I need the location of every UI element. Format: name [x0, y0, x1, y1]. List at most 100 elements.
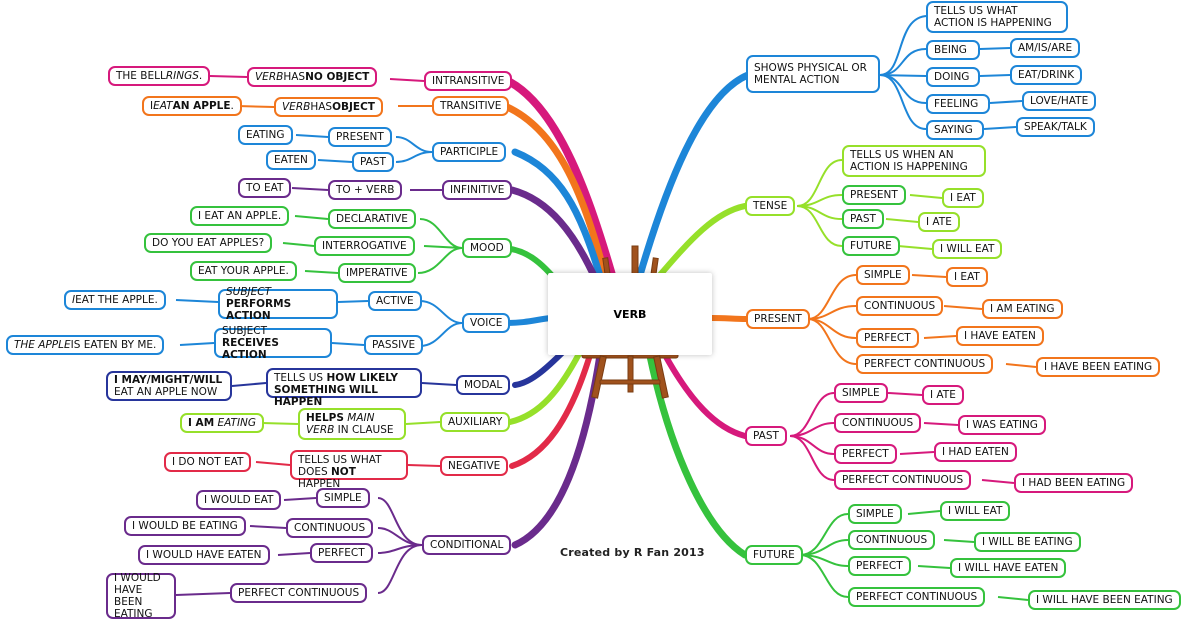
- branch-future: [646, 352, 749, 559]
- conditional-perfect-continuous-example: I WOULD HAVE BEEN EATING: [106, 572, 176, 620]
- node-negative: NEGATIVE: [440, 456, 509, 476]
- node-conditional: CONDITIONAL: [422, 535, 512, 555]
- conditional-continuous: CONTINUOUS: [286, 518, 374, 538]
- branch-action: [636, 71, 752, 279]
- tense-future: FUTURE: [842, 236, 900, 256]
- auxiliary-desc: HELPS MAIN VERB IN CLAUSE: [298, 408, 406, 440]
- past-perfect-continuous: PERFECT CONTINUOUS: [834, 470, 972, 490]
- voice-active: ACTIVE: [368, 291, 422, 311]
- negative-example: I DO NOT EAT: [164, 452, 252, 472]
- node-participle: PARTICIPLE: [432, 142, 507, 162]
- node-infinitive: INFINITIVE: [442, 180, 513, 200]
- conditional-perfect-continuous: PERFECT CONTINUOUS: [230, 583, 368, 603]
- voice-active-example: I EAT THE APPLE.: [64, 290, 166, 310]
- transitive-example: I EAT AN APPLE.: [142, 96, 242, 116]
- past-perfect-example: I HAD EATEN: [934, 442, 1017, 462]
- future-perfect-example: I WILL HAVE EATEN: [950, 558, 1067, 578]
- conditional-simple: SIMPLE: [316, 488, 370, 508]
- mood-imperative: IMPERATIVE: [338, 263, 416, 283]
- tense-present: PRESENT: [842, 185, 906, 205]
- tense-future-example: I WILL EAT: [932, 239, 1003, 259]
- present-perfect-example: I HAVE EATEN: [956, 326, 1044, 346]
- future-perfect-continuous: PERFECT CONTINUOUS: [848, 587, 986, 607]
- intransitive-desc: VERB HAS NO OBJECT: [247, 67, 378, 87]
- infinitive-example: TO EAT: [238, 178, 292, 198]
- present-perfect: PERFECT: [856, 328, 919, 348]
- action-tells: TELLS US WHAT ACTION IS HAPPENING: [926, 1, 1068, 33]
- mood-declarative-example: I EAT AN APPLE.: [190, 206, 290, 226]
- modal-desc: TELLS US HOW LIKELY SOMETHING WILL HAPPE…: [266, 368, 422, 408]
- central-board: VERB: [548, 273, 712, 355]
- branch-tense: [657, 203, 748, 278]
- mood-interrogative-example: DO YOU EAT APPLES?: [144, 233, 273, 253]
- action-being-example: AM/IS/ARE: [1010, 38, 1081, 58]
- past-perfect: PERFECT: [834, 444, 897, 464]
- node-present: PRESENT: [746, 309, 810, 329]
- node-mood: MOOD: [462, 238, 512, 258]
- present-simple: SIMPLE: [856, 265, 910, 285]
- participle-present-example: EATING: [238, 125, 293, 145]
- present-perfect-continuous: PERFECT CONTINUOUS: [856, 354, 994, 374]
- action-feeling: FEELING: [926, 94, 990, 114]
- tense-past: PAST: [842, 209, 884, 229]
- present-continuous: CONTINUOUS: [856, 296, 944, 316]
- mood-declarative: DECLARATIVE: [328, 209, 416, 229]
- node-tense: TENSE: [745, 196, 796, 216]
- action-saying-example: SPEAK/TALK: [1016, 117, 1095, 137]
- present-perfect-continuous-example: I HAVE BEEN EATING: [1036, 357, 1161, 377]
- intransitive-example: THE BELL RINGS.: [108, 66, 211, 86]
- participle-present: PRESENT: [328, 127, 392, 147]
- voice-passive: PASSIVE: [364, 335, 424, 355]
- future-perfect: PERFECT: [848, 556, 911, 576]
- conditional-continuous-example: I WOULD BE EATING: [124, 516, 246, 536]
- conditional-perfect-example: I WOULD HAVE EATEN: [138, 545, 270, 565]
- action-doing-example: EAT/DRINK: [1010, 65, 1083, 85]
- action-feeling-example: LOVE/HATE: [1022, 91, 1097, 111]
- branch-infinitive: [508, 186, 599, 282]
- action-saying: SAYING: [926, 120, 984, 140]
- node-voice: VOICE: [462, 313, 511, 333]
- auxiliary-example: I AM EATING: [180, 413, 265, 433]
- present-continuous-example: I AM EATING: [982, 299, 1063, 319]
- action-doing: DOING: [926, 67, 980, 87]
- past-perfect-continuous-example: I HAD BEEN EATING: [1014, 473, 1134, 493]
- branch-modal: [512, 347, 568, 388]
- future-simple-example: I WILL EAT: [940, 501, 1011, 521]
- past-simple: SIMPLE: [834, 383, 888, 403]
- credit-text: Created by R Fan 2013: [560, 546, 705, 559]
- past-simple-example: I ATE: [922, 385, 964, 405]
- branch-voice: [503, 315, 553, 326]
- negative-desc: TELLS US WHAT DOES NOT HAPPEN: [290, 450, 408, 490]
- branch-transitive: [501, 102, 609, 279]
- node-modal: MODAL: [456, 375, 511, 395]
- future-perfect-continuous-example: I WILL HAVE BEEN EATING: [1028, 590, 1181, 610]
- branch-present: [709, 315, 749, 322]
- node-past: PAST: [745, 426, 787, 446]
- node-action: SHOWS PHYSICAL OR MENTAL ACTION: [746, 55, 880, 93]
- future-continuous-example: I WILL BE EATING: [974, 532, 1081, 552]
- branch-auxiliary: [507, 349, 583, 425]
- past-continuous: CONTINUOUS: [834, 413, 922, 433]
- node-intransitive: INTRANSITIVE: [424, 71, 513, 91]
- voice-passive-example: THE APPLE IS EATEN BY ME.: [6, 335, 165, 355]
- mood-imperative-example: EAT YOUR APPLE.: [190, 261, 297, 281]
- branch-intransitive: [506, 78, 616, 279]
- mood-interrogative: INTERROGATIVE: [314, 236, 415, 256]
- branch-negative: [509, 352, 593, 469]
- conditional-perfect: PERFECT: [310, 543, 373, 563]
- conditional-simple-example: I WOULD EAT: [196, 490, 282, 510]
- past-continuous-example: I WAS EATING: [958, 415, 1046, 435]
- node-auxiliary: AUXILIARY: [440, 412, 511, 432]
- node-future: FUTURE: [745, 545, 803, 565]
- participle-past: PAST: [352, 152, 394, 172]
- future-continuous: CONTINUOUS: [848, 530, 936, 550]
- infinitive-rule: TO + VERB: [328, 180, 403, 200]
- future-simple: SIMPLE: [848, 504, 902, 524]
- center-title: VERB: [613, 307, 647, 321]
- tense-tells: TELLS US WHEN AN ACTION IS HAPPENING: [842, 145, 986, 177]
- present-simple-example: I EAT: [946, 267, 988, 287]
- action-being: BEING: [926, 40, 980, 60]
